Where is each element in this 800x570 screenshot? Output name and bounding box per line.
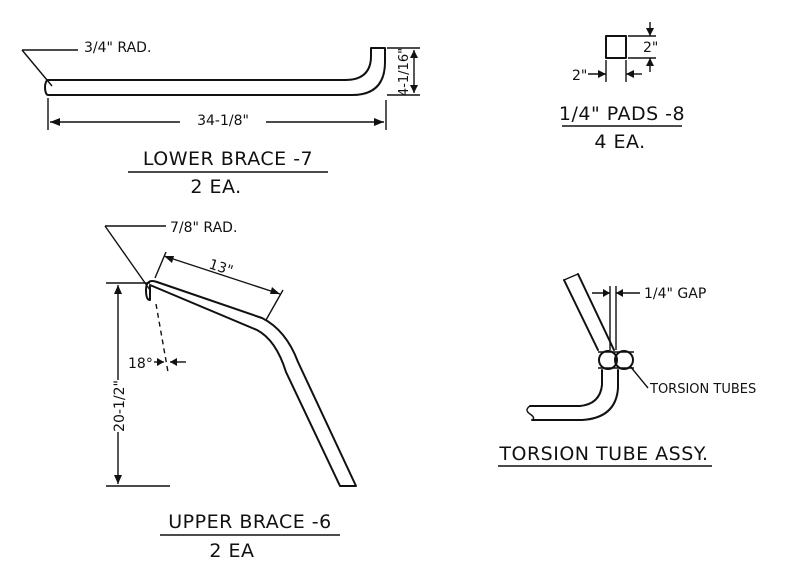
arrow-head	[616, 289, 623, 297]
lower-brace-radius-note: 3/4" RAD.	[84, 40, 151, 56]
torsion-tube-right	[614, 350, 634, 370]
arrow-head	[114, 475, 122, 484]
lower-brace-part: 3/4" RAD. 34-1/8" 4-1/16" LOWER BRACE -7…	[21, 40, 420, 198]
torsion-lower-tube	[529, 369, 619, 421]
upper-brace-radius-leader	[104, 225, 151, 291]
arrow-head	[164, 256, 174, 263]
arrow-head	[170, 358, 177, 366]
pad-width-dim: 2"	[572, 68, 587, 84]
torsion-lower-tube-break	[526, 405, 535, 421]
upper-brace-angle-dim: 18°	[128, 356, 153, 372]
upper-brace-title: UPPER BRACE -6	[168, 511, 331, 533]
arrow-head	[410, 50, 418, 58]
torsion-upper-tube	[563, 273, 615, 351]
upper-brace-length-ext-right	[265, 289, 284, 321]
upper-brace-length-dim: 13"	[207, 257, 235, 280]
arrow-head	[157, 358, 164, 366]
arrow-head	[374, 118, 384, 126]
torsion-tube-left	[598, 350, 618, 370]
lower-brace-height-dim: 4-1/16"	[397, 48, 412, 96]
arrow-head	[646, 58, 654, 66]
arrow-head	[410, 85, 418, 93]
arrow-head	[646, 28, 654, 36]
upper-brace-length-dim-line	[163, 255, 281, 295]
upper-brace-radius-note: 7/8" RAD.	[170, 220, 237, 236]
upper-brace-angle-reference	[155, 303, 169, 373]
arrow-head	[270, 287, 280, 294]
pad-height-dim: 2"	[643, 40, 658, 56]
torsion-assy-title: TORSION TUBE ASSY.	[498, 443, 708, 465]
lower-brace-outline	[44, 47, 386, 96]
dim-text-background	[180, 110, 266, 132]
torsion-tubes-label: TORSION TUBES	[649, 382, 756, 397]
torsion-upper-tube-break	[563, 273, 579, 281]
pads-part: 2" 2" 1/4" PADS -8 4 EA.	[559, 22, 685, 153]
arrow-head	[626, 70, 634, 78]
arrow-head	[598, 70, 606, 78]
torsion-assembly-part: 1/4" GAP TORSION TUBES TORSION TUBE ASSY…	[498, 273, 756, 467]
upper-brace-height-dim: 20-1/2"	[112, 380, 128, 432]
lower-brace-title: LOWER BRACE -7	[143, 148, 313, 170]
upper-brace-part: 7/8" RAD. 13" 18° 20-1/2" UPPER BRACE -6…	[104, 220, 357, 562]
arrow-head	[603, 289, 610, 297]
lower-brace-length-dim: 34-1/8"	[197, 113, 249, 129]
pads-title: 1/4" PADS -8	[559, 103, 685, 125]
lower-brace-radius-leader	[21, 49, 53, 87]
pads-quantity: 4 EA.	[594, 131, 645, 153]
arrow-head	[50, 118, 60, 126]
arrow-head	[114, 285, 122, 294]
torsion-gap-note: 1/4" GAP	[644, 286, 706, 302]
torsion-tubes-leader	[629, 365, 649, 389]
upper-brace-quantity: 2 EA	[209, 540, 254, 562]
upper-brace-outline	[145, 280, 357, 487]
pad-square	[605, 35, 627, 59]
lower-brace-quantity: 2 EA.	[190, 176, 241, 198]
dim-text-background	[109, 380, 127, 432]
